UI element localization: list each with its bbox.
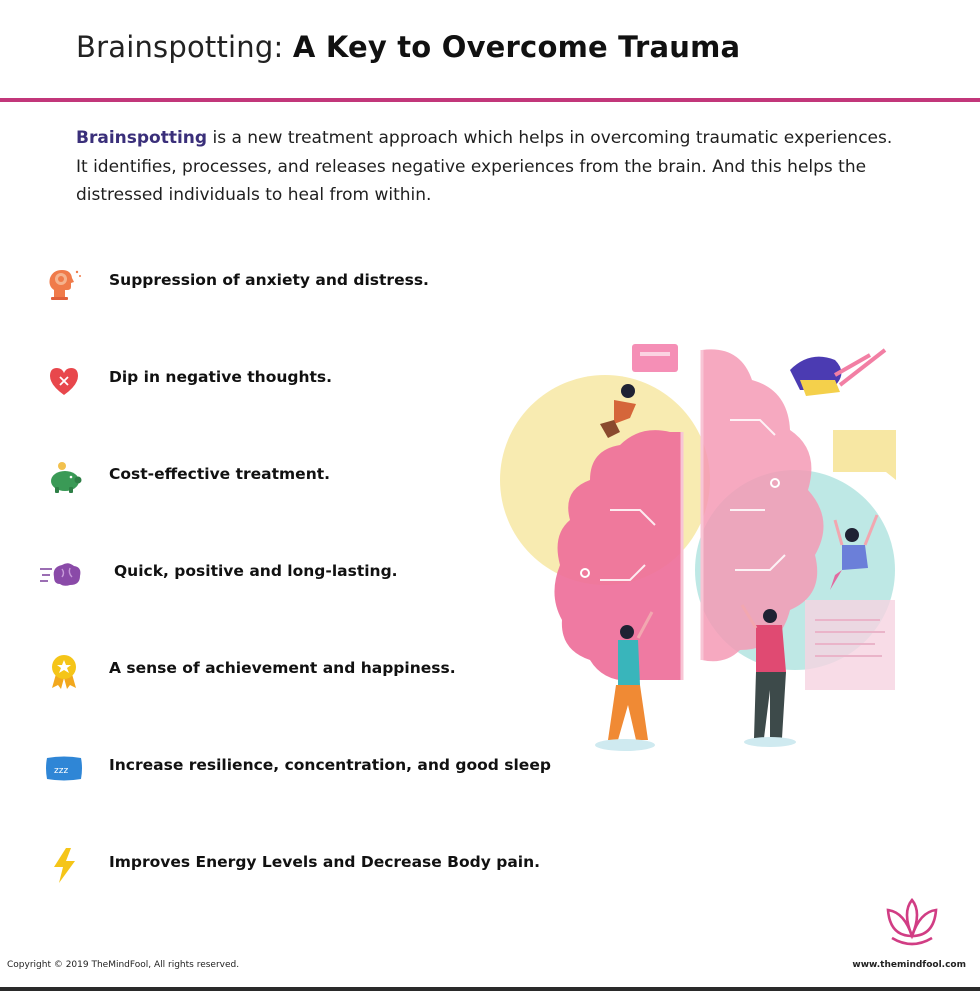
benefit-label: Cost-effective treatment. [109, 465, 331, 483]
lightning-icon [44, 846, 84, 884]
website-link[interactable]: www.themindfool.com [852, 960, 966, 970]
benefit-item: zzz Increase resilience, concentration, … [36, 741, 556, 795]
medal-icon [44, 652, 84, 690]
benefit-item: Improves Energy Levels and Decrease Body… [36, 838, 556, 892]
header-divider [0, 98, 980, 102]
svg-text:zzz: zzz [54, 766, 68, 776]
copyright-text: Copyright © 2019 TheMindFool, All rights… [7, 960, 240, 970]
brand-logo [882, 896, 942, 952]
benefit-label: Increase resilience, concentration, and … [109, 756, 551, 774]
benefit-label: Improves Energy Levels and Decrease Body… [109, 853, 541, 871]
title-bold: A Key to Overcome Trauma [292, 30, 741, 64]
brain-illustration [490, 320, 910, 760]
benefit-item: A sense of achievement and happiness. [36, 644, 556, 698]
intro-text: is a new treatment approach which helps … [76, 128, 893, 205]
benefit-item: Suppression of anxiety and distress. [36, 256, 556, 310]
benefit-label: Dip in negative thoughts. [109, 368, 333, 386]
benefit-label: Quick, positive and long-lasting. [114, 562, 398, 580]
broken-heart-icon [44, 361, 84, 399]
benefit-label: Suppression of anxiety and distress. [109, 271, 429, 289]
benefit-item: Cost-effective treatment. [36, 450, 556, 504]
piggy-bank-icon [44, 458, 84, 496]
fast-brain-icon [40, 555, 84, 593]
benefit-item: Quick, positive and long-lasting. [36, 547, 556, 601]
benefit-item: Dip in negative thoughts. [36, 353, 556, 407]
head-brain-icon [44, 264, 84, 302]
footer-divider [0, 987, 980, 991]
sleep-pillow-icon: zzz [44, 749, 84, 787]
title-light: Brainspotting: [76, 30, 284, 64]
page-title: Brainspotting: A Key to Overcome Trauma [76, 28, 740, 66]
benefit-label: A sense of achievement and happiness. [109, 659, 456, 677]
intro-paragraph: Brainspotting is a new treatment approac… [76, 124, 896, 210]
intro-term: Brainspotting [76, 128, 208, 148]
